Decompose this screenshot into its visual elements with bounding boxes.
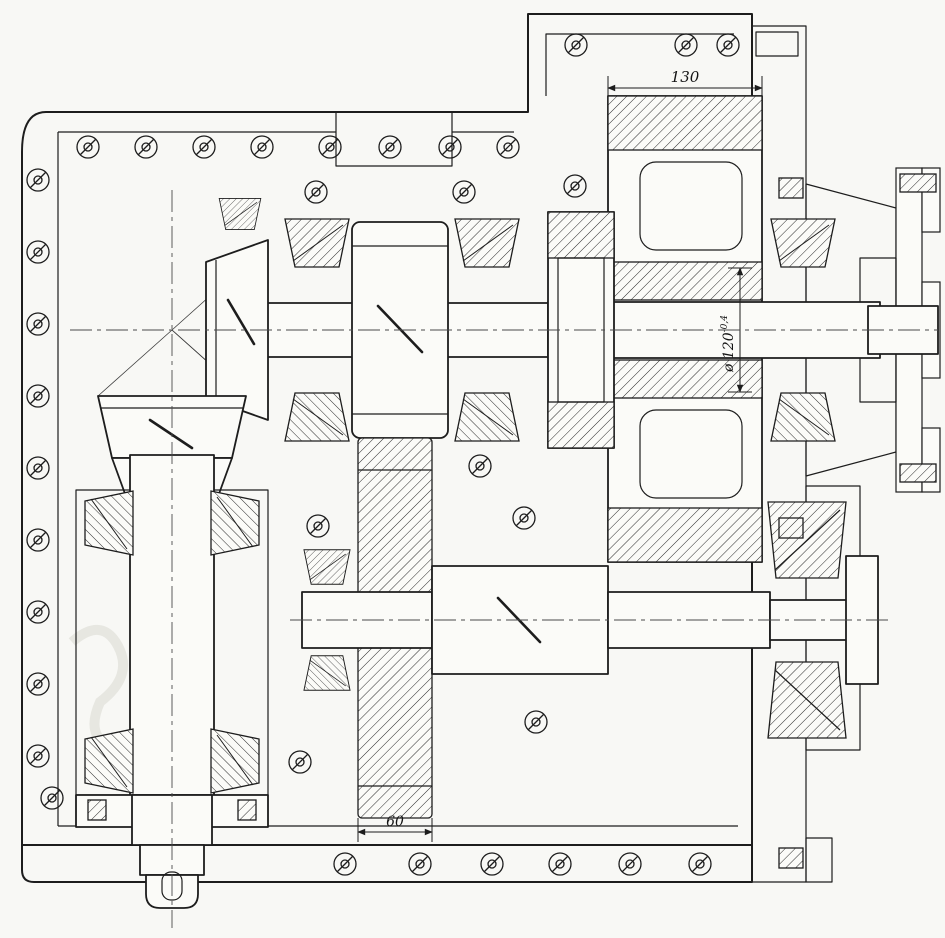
bolt-hole xyxy=(408,852,432,876)
bolt-hole xyxy=(563,174,587,198)
tapered-bearing xyxy=(218,197,262,231)
bolt-hole xyxy=(548,852,572,876)
bolt-hole xyxy=(26,744,50,768)
flange-bolt xyxy=(778,517,804,539)
tooth-slash xyxy=(376,304,424,354)
large-gear-hub-top xyxy=(607,261,763,301)
paper-smudge xyxy=(68,624,129,753)
tapered-bearing xyxy=(303,549,351,585)
bevel-pinion xyxy=(205,239,269,421)
spline-hub-cap-bottom xyxy=(547,401,615,449)
bore-value: ø 120 xyxy=(721,332,737,373)
bolt-hole xyxy=(496,135,520,159)
tapered-bearing xyxy=(767,661,847,739)
bolt-hole xyxy=(26,384,50,408)
bolt-hole xyxy=(378,135,402,159)
bolt-hole xyxy=(468,454,492,478)
bolt-hole xyxy=(288,750,312,774)
bolt-hole xyxy=(304,180,328,204)
bolt-hole xyxy=(452,180,476,204)
flange-foot xyxy=(805,837,833,883)
bolt-hole xyxy=(333,852,357,876)
bolt-hole xyxy=(512,506,536,530)
large-gear-rim-top xyxy=(607,95,763,151)
tapered-bearing xyxy=(454,218,520,268)
coupling-bolt xyxy=(899,173,937,193)
tapered-bearing xyxy=(210,490,260,556)
bolt-hole xyxy=(306,514,330,538)
flange-bolts xyxy=(778,173,937,869)
bolt-hole xyxy=(438,135,462,159)
shaft-end-slot xyxy=(161,871,183,901)
bolt-hole xyxy=(26,672,50,696)
bolt-hole xyxy=(134,135,158,159)
bolt-hole xyxy=(40,786,64,810)
flange-bolt xyxy=(778,847,804,869)
bolt-hole xyxy=(618,852,642,876)
tapered-bearing xyxy=(210,728,260,794)
tapered-bearing xyxy=(454,392,520,442)
web-window-bottom xyxy=(639,409,743,499)
dimension-bore-label: ø 120-0,4 xyxy=(720,315,737,373)
coupling-bolt xyxy=(899,463,937,483)
tooth-slash xyxy=(226,298,256,346)
bolt-hole xyxy=(76,135,100,159)
dimension-60-label: 60 xyxy=(386,814,404,830)
bolt-hole xyxy=(26,456,50,480)
bolt-hole xyxy=(716,33,740,57)
lower-shaft-assembly xyxy=(301,437,879,819)
bolt-hole xyxy=(480,852,504,876)
tapered-bearing xyxy=(84,728,134,794)
bearing-pocket xyxy=(335,112,453,167)
bolt-hole xyxy=(192,135,216,159)
centerlines xyxy=(70,190,938,928)
bolt-hole xyxy=(318,135,342,159)
pitch-line xyxy=(97,329,173,397)
tooth-slash xyxy=(148,418,194,450)
bolt-hole xyxy=(26,312,50,336)
tapered-bearing xyxy=(770,218,836,268)
cover-bolt xyxy=(87,799,107,821)
bolt-hole xyxy=(688,852,712,876)
tapered-bearing xyxy=(767,501,847,579)
tapered-bearing xyxy=(303,655,351,691)
bolt-hole xyxy=(524,710,548,734)
spline-hub-cap-top xyxy=(547,211,615,259)
tapered-bearing xyxy=(284,218,350,268)
bolt-hole xyxy=(26,168,50,192)
dimensions: 130 ø 120-0,4 60 xyxy=(357,68,763,842)
tapered-bearing xyxy=(284,392,350,442)
housing-outline xyxy=(21,13,753,883)
tapered-bearing xyxy=(770,392,836,442)
upper-shaft-assembly xyxy=(97,95,939,563)
cover-bolt xyxy=(237,799,257,821)
flange-bolt xyxy=(778,177,804,199)
bolt-hole xyxy=(26,528,50,552)
large-gear-rim-bottom xyxy=(607,507,763,563)
inner-wall-raised xyxy=(545,33,734,96)
dimension-130-label: 130 xyxy=(671,68,700,86)
bolt-hole xyxy=(564,33,588,57)
web-window-top xyxy=(639,161,743,251)
tapered-bearing xyxy=(84,490,134,556)
bolt-hole xyxy=(26,240,50,264)
bore-tolerance: -0,4 xyxy=(720,315,730,333)
bolt-hole xyxy=(674,33,698,57)
bolt-hole xyxy=(250,135,274,159)
flange-top-tab xyxy=(755,31,799,57)
bolt-hole xyxy=(26,600,50,624)
